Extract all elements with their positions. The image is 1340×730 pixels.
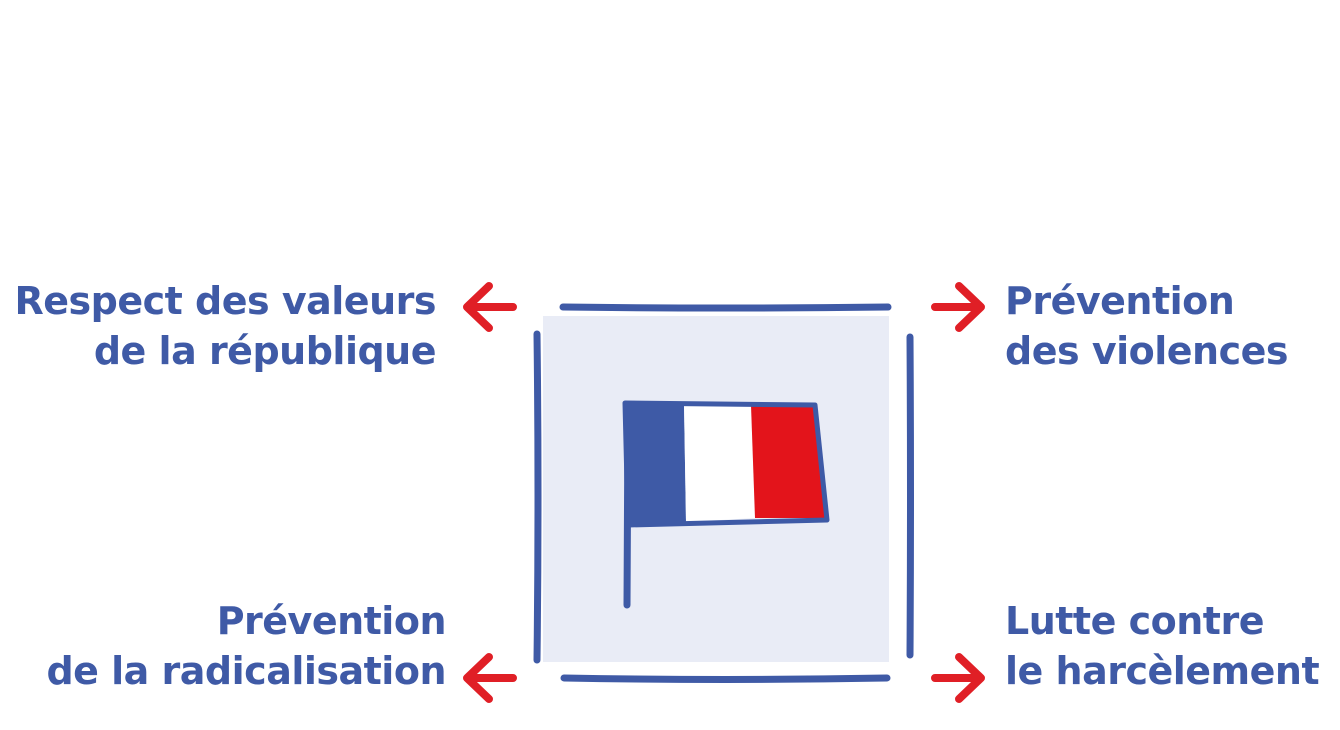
label-line: Respect des valeurs xyxy=(14,279,437,323)
flag-blue-stripe xyxy=(625,403,686,525)
arrow-bottom-right xyxy=(931,653,985,703)
arrow-icon xyxy=(931,653,985,703)
arrow-icon xyxy=(463,653,517,703)
label-line: Lutte contre xyxy=(1005,599,1264,643)
label-line: le harcèlement xyxy=(1005,649,1320,693)
arrow-bottom-left xyxy=(463,653,517,703)
label-line: de la radicalisation xyxy=(46,649,446,693)
label-prevention-radicalisation: Prévention de la radicalisation xyxy=(46,596,446,696)
label-line: des violences xyxy=(1005,329,1289,373)
flag-white-stripe xyxy=(684,404,755,522)
arrow-top-left xyxy=(463,282,517,332)
frame-bottom-line xyxy=(560,674,891,683)
label-lutte-harcelement: Lutte contre le harcèlement xyxy=(1005,596,1320,696)
label-line: Prévention xyxy=(216,599,447,643)
arrow-icon xyxy=(463,282,517,332)
frame-left-line xyxy=(533,330,542,664)
frame-right-line xyxy=(906,333,914,659)
frame xyxy=(533,303,914,683)
label-line: de la république xyxy=(93,329,437,373)
arrow-top-right xyxy=(931,282,985,332)
french-flag-icon xyxy=(622,400,830,609)
arrow-icon xyxy=(931,282,985,332)
frame-top-line xyxy=(559,303,892,312)
label-respect-des-valeurs: Respect des valeurs de la république xyxy=(15,276,437,376)
label-line: Prévention xyxy=(1005,279,1235,323)
flag-outline xyxy=(622,400,830,528)
label-prevention-violences: Prévention des violences xyxy=(1005,276,1289,376)
flag-red-stripe xyxy=(751,405,826,518)
